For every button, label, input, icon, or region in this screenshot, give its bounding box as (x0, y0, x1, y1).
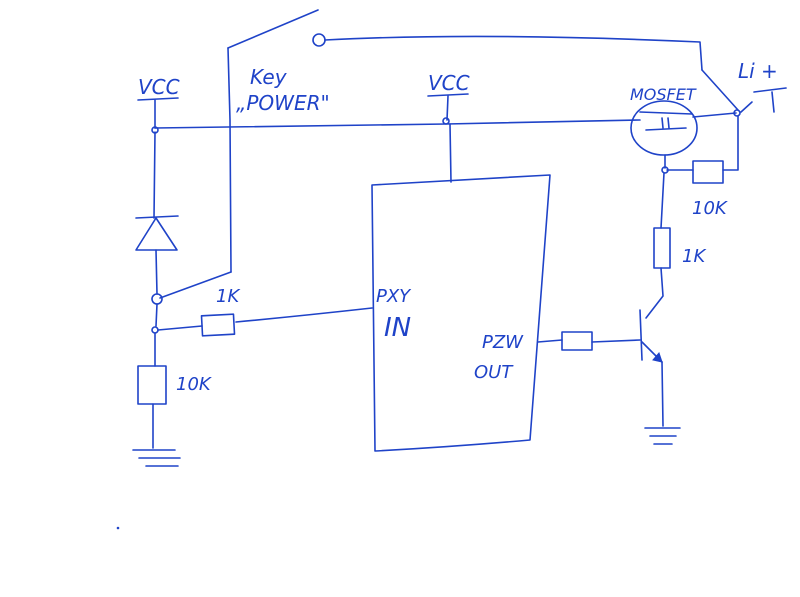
out-label: OUT (474, 362, 514, 383)
resistor-10k-top (692, 160, 724, 184)
resistor-10k-top-label: 10K (692, 198, 728, 219)
right-branch (537, 115, 739, 445)
in-label: IN (384, 313, 411, 343)
pen-mark (116, 526, 120, 530)
resistor-1k-left (200, 313, 236, 337)
resistor-10k-left-label: 10K (176, 374, 212, 395)
ground-left-symbol (132, 449, 181, 467)
power-label: „POWER" (236, 91, 330, 115)
resistor-1k-right (653, 227, 671, 269)
mosfet-label: MOSFET (630, 85, 697, 104)
resistor-10k-left (137, 365, 167, 405)
li-label: Li + (738, 59, 778, 83)
left-branch (132, 131, 373, 467)
key-label: Key (250, 65, 288, 89)
diode-symbol (135, 215, 179, 251)
vcc-mid-label: VCC (428, 71, 470, 95)
li-battery-symbol (740, 87, 787, 113)
vcc-rail (151, 109, 741, 134)
resistor-1k-right-label: 1K (682, 246, 706, 267)
pzw-label: PZW (482, 332, 524, 353)
resistor-base (561, 331, 593, 351)
vcc-mid-symbol (427, 93, 469, 121)
vcc-left-symbol (137, 97, 179, 129)
ground-right-symbol (644, 427, 681, 445)
key-switch (159, 9, 739, 299)
mcu-block (371, 123, 551, 452)
mosfet-symbol (630, 100, 698, 156)
pxy-label: PXY (376, 286, 412, 307)
resistor-1k-left-label: 1K (216, 286, 240, 307)
vcc-left-label: VCC (138, 75, 180, 99)
npn-transistor-symbol (639, 309, 664, 427)
